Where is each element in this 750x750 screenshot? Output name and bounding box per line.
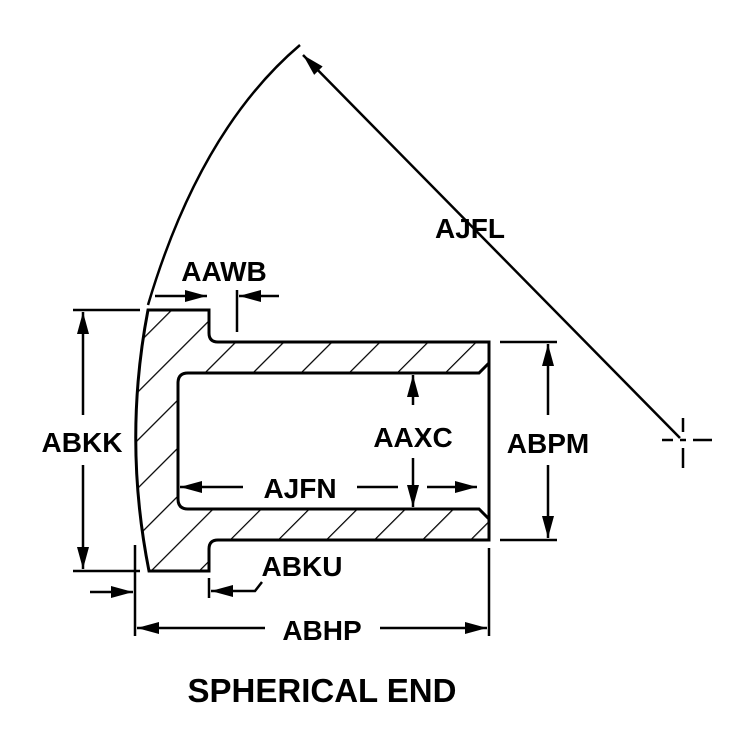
label-ajfl: AJFL [435, 213, 505, 244]
overall-length-dimension [133, 545, 491, 636]
label-abkk: ABKK [42, 427, 123, 458]
fillet-dimension [90, 578, 263, 598]
label-abku: ABKU [262, 551, 343, 582]
flange-diameter-dimension [73, 308, 140, 573]
label-ajfn: AJFN [263, 473, 336, 504]
label-aawb: AAWB [181, 256, 267, 287]
radius-dimension-line [302, 54, 681, 439]
part-section [134, 308, 491, 573]
drawing-title: SPHERICAL END [188, 672, 457, 709]
flange-thickness-dimension [155, 290, 279, 332]
label-abpm: ABPM [507, 428, 589, 459]
label-aaxc: AAXC [373, 422, 452, 453]
outer-diameter-dimension [500, 340, 557, 542]
center-mark [662, 418, 712, 468]
label-abhp: ABHP [282, 615, 361, 646]
spherical-arc [146, 44, 301, 306]
